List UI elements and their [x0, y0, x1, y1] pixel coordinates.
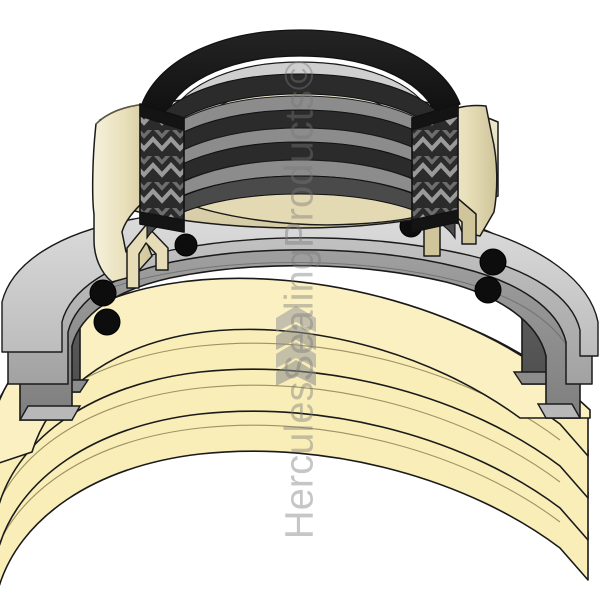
wear-ring-left-notch — [126, 224, 169, 289]
center-blur-fragment — [276, 306, 316, 386]
vee-pack-cut-face-right — [411, 103, 459, 233]
chevron-layers — [141, 29, 461, 240]
vee-pack-top-ring — [141, 29, 461, 115]
vee-pack-cut-face-left — [139, 103, 185, 233]
o-ring-center-left — [174, 233, 198, 257]
o-ring-right-lower — [474, 276, 502, 304]
vee-pack-stack — [139, 29, 461, 240]
backup-ring-stack — [0, 277, 591, 587]
o-ring-right-upper — [479, 248, 507, 276]
o-ring-left-lower — [93, 308, 121, 336]
o-ring-left-upper — [89, 279, 117, 307]
